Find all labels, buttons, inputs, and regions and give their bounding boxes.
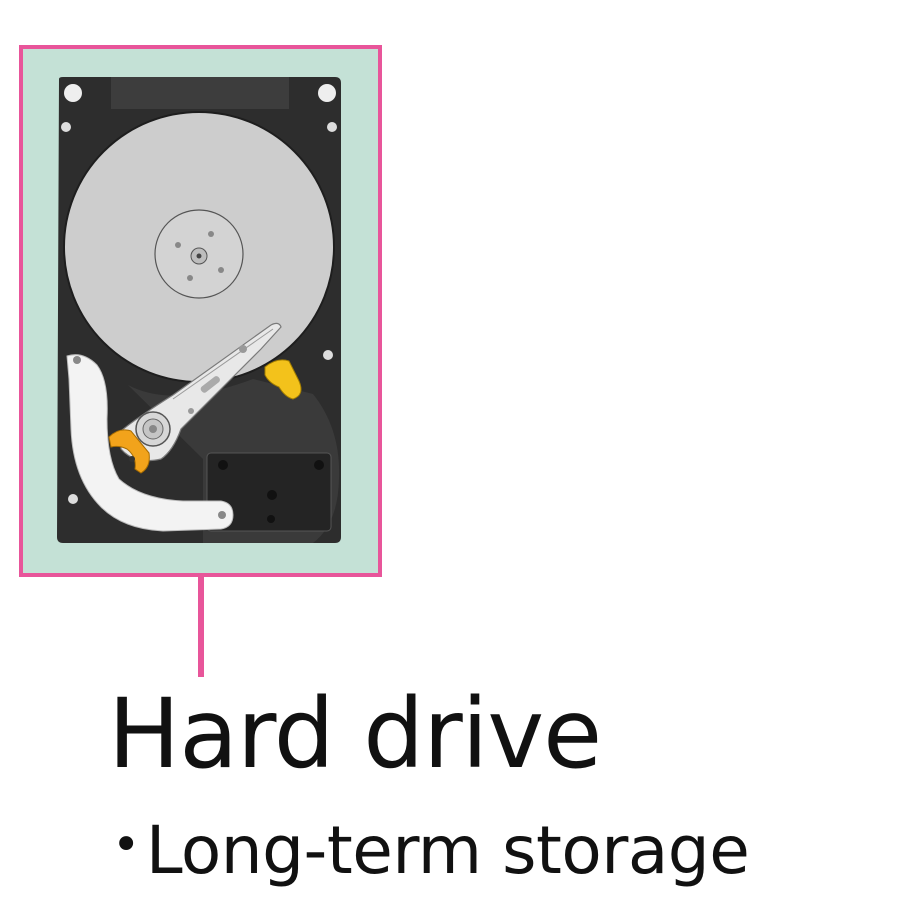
screw <box>61 122 71 132</box>
hub-screw <box>187 275 193 281</box>
arm-hole <box>239 345 247 353</box>
bracket-hole <box>218 511 226 519</box>
arm-hole <box>188 408 194 414</box>
bullet-text: Long-term storage <box>145 812 750 889</box>
coil-hole <box>129 456 135 462</box>
plate-screw <box>314 460 324 470</box>
hub-screw <box>208 231 214 237</box>
hub-screw <box>218 267 224 273</box>
hub-screw <box>175 242 181 248</box>
screw <box>68 494 78 504</box>
mount-hole <box>64 84 82 102</box>
callout-line <box>198 573 204 677</box>
plate-screw <box>267 515 275 523</box>
bullet-marker: • <box>112 817 140 873</box>
arm-pivot-core <box>149 425 157 433</box>
drive-connector <box>111 77 289 109</box>
hard-drive-icon <box>57 77 341 543</box>
plate-screw <box>267 490 277 500</box>
caption-title: Hard drive <box>108 678 602 790</box>
arm-edge <box>172 328 274 400</box>
head-latch <box>264 359 302 400</box>
mount-hole <box>318 84 336 102</box>
arm-slot <box>200 376 220 393</box>
caption-bullet-item: •Long-term storage <box>112 812 750 889</box>
platter-spindle-center <box>196 253 202 259</box>
bracket-hole <box>73 356 81 364</box>
screw <box>327 122 337 132</box>
voice-coil <box>108 429 150 474</box>
plate-screw <box>218 460 228 470</box>
hard-drive-figure-frame <box>19 45 382 577</box>
ramp-bracket <box>66 354 234 532</box>
screw <box>323 350 333 360</box>
